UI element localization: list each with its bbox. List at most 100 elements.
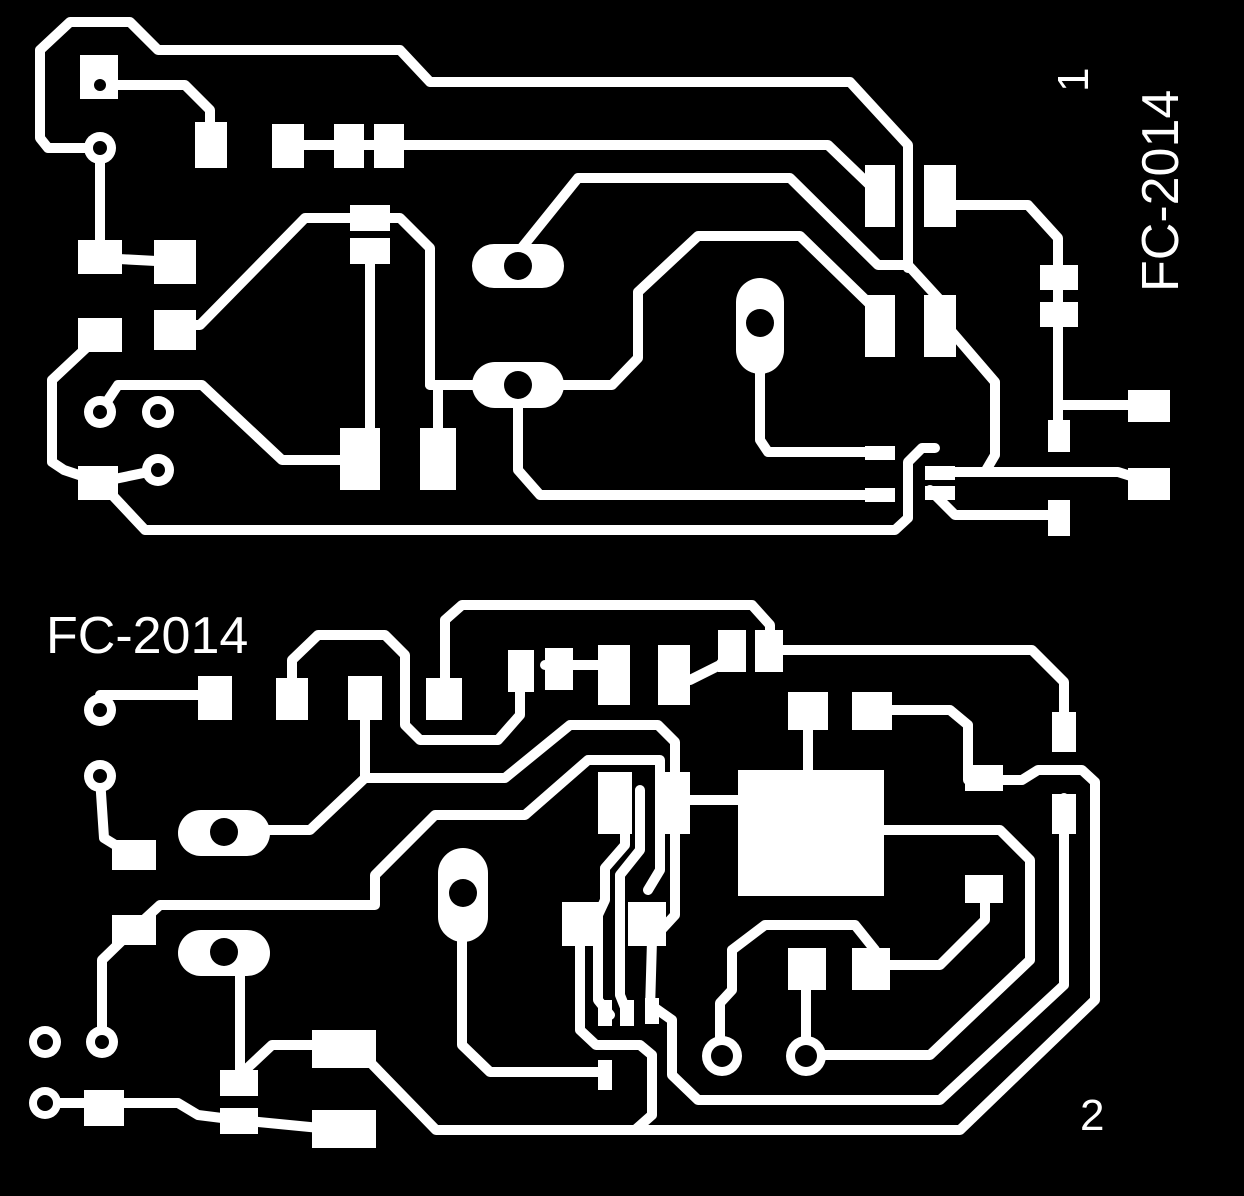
drill-hole: [746, 309, 774, 337]
smd-pad: [562, 902, 600, 946]
smd-pad: [852, 948, 890, 990]
smd-pad: [374, 124, 404, 168]
smd-pad: [598, 1060, 612, 1090]
ic-thermal-pad: [738, 770, 884, 896]
trace: [287, 630, 525, 745]
smd-pad: [865, 488, 895, 502]
smd-pad: [788, 948, 826, 990]
smd-pad: [545, 648, 573, 690]
drill-hole: [93, 405, 107, 419]
smd-pad: [112, 915, 156, 945]
smd-pad: [598, 772, 632, 834]
board-1-pads: [78, 55, 1170, 536]
trace: [801, 825, 1035, 1060]
drill-hole: [37, 1095, 53, 1111]
board-2: FC-2014 2: [29, 600, 1104, 1148]
trace: [95, 443, 940, 535]
drill-hole: [504, 252, 532, 280]
trace: [47, 330, 105, 487]
trace: [870, 885, 990, 970]
drill-hole: [37, 1034, 53, 1050]
trace: [40, 1098, 243, 1125]
trace: [95, 380, 365, 465]
drill-hole: [210, 818, 238, 846]
smd-pad: [788, 692, 828, 730]
smd-pad: [924, 295, 956, 357]
drill-hole: [711, 1045, 733, 1067]
smd-pad: [598, 645, 630, 705]
smd-pad: [925, 486, 955, 500]
drill-hole: [449, 879, 477, 907]
drill-hole: [93, 703, 107, 717]
smd-pad: [924, 165, 956, 227]
smd-pad: [628, 902, 666, 946]
smd-pad: [965, 875, 1003, 903]
smd-pad: [865, 446, 895, 460]
smd-pad: [1040, 265, 1078, 290]
smd-pad: [755, 630, 783, 672]
smd-pad: [965, 765, 1003, 791]
trace: [335, 705, 1100, 1135]
board-1-label: FC-2014: [1132, 90, 1190, 292]
smd-pad: [78, 466, 118, 500]
smd-pad: [312, 1030, 376, 1068]
smd-pad: [1052, 712, 1076, 752]
smd-pad: [312, 1110, 376, 1148]
smd-pad: [112, 840, 156, 870]
drill-hole: [210, 938, 238, 966]
trace: [515, 173, 945, 305]
smd-pad: [1048, 500, 1070, 536]
smd-pad: [852, 692, 892, 730]
trace: [235, 1040, 335, 1080]
smd-pad: [154, 310, 196, 350]
smd-pad: [154, 240, 196, 284]
smd-pad: [925, 466, 955, 480]
smd-pad: [272, 124, 304, 168]
drill-hole: [151, 463, 165, 477]
trace: [457, 890, 610, 1077]
drill-hole: [795, 1045, 817, 1067]
smd-pad: [508, 650, 534, 692]
trace: [715, 920, 880, 1060]
board-2-label: FC-2014: [46, 607, 248, 665]
drill-hole: [94, 79, 106, 91]
smd-pad: [420, 428, 456, 490]
smd-pad: [78, 318, 122, 352]
smd-pad: [334, 124, 364, 168]
board-1: FC-2014 1: [35, 17, 1190, 536]
trace: [935, 200, 1063, 295]
drill-hole: [150, 404, 166, 420]
drill-hole: [93, 141, 107, 155]
smd-pad: [598, 1000, 612, 1026]
trace: [440, 600, 1069, 737]
smd-pad: [1048, 420, 1070, 452]
smd-pad: [1128, 468, 1170, 500]
smd-pad: [350, 205, 390, 231]
smd-pad: [718, 630, 746, 672]
smd-pad: [620, 1000, 634, 1026]
smd-pad: [426, 678, 462, 720]
smd-pad: [658, 772, 690, 834]
smd-pad: [276, 678, 308, 720]
drill-hole: [95, 1035, 109, 1049]
smd-pad: [865, 295, 895, 357]
trace: [650, 793, 1069, 1105]
drill-hole: [93, 769, 107, 783]
smd-pad: [865, 165, 895, 227]
drill-hole: [504, 371, 532, 399]
smd-pad: [220, 1108, 258, 1134]
smd-pad: [350, 238, 390, 264]
smd-pad: [1128, 390, 1170, 422]
smd-pad: [198, 676, 232, 720]
smd-pad: [84, 1090, 124, 1126]
board-2-pads: [29, 630, 1076, 1148]
trace: [575, 915, 657, 1135]
smd-pad: [220, 1070, 258, 1096]
board-1-number: 1: [1049, 68, 1098, 92]
smd-pad: [78, 240, 122, 274]
board-2-number: 2: [1080, 1091, 1104, 1140]
trace: [35, 17, 913, 273]
trace: [360, 720, 680, 805]
smd-pad: [645, 998, 659, 1024]
